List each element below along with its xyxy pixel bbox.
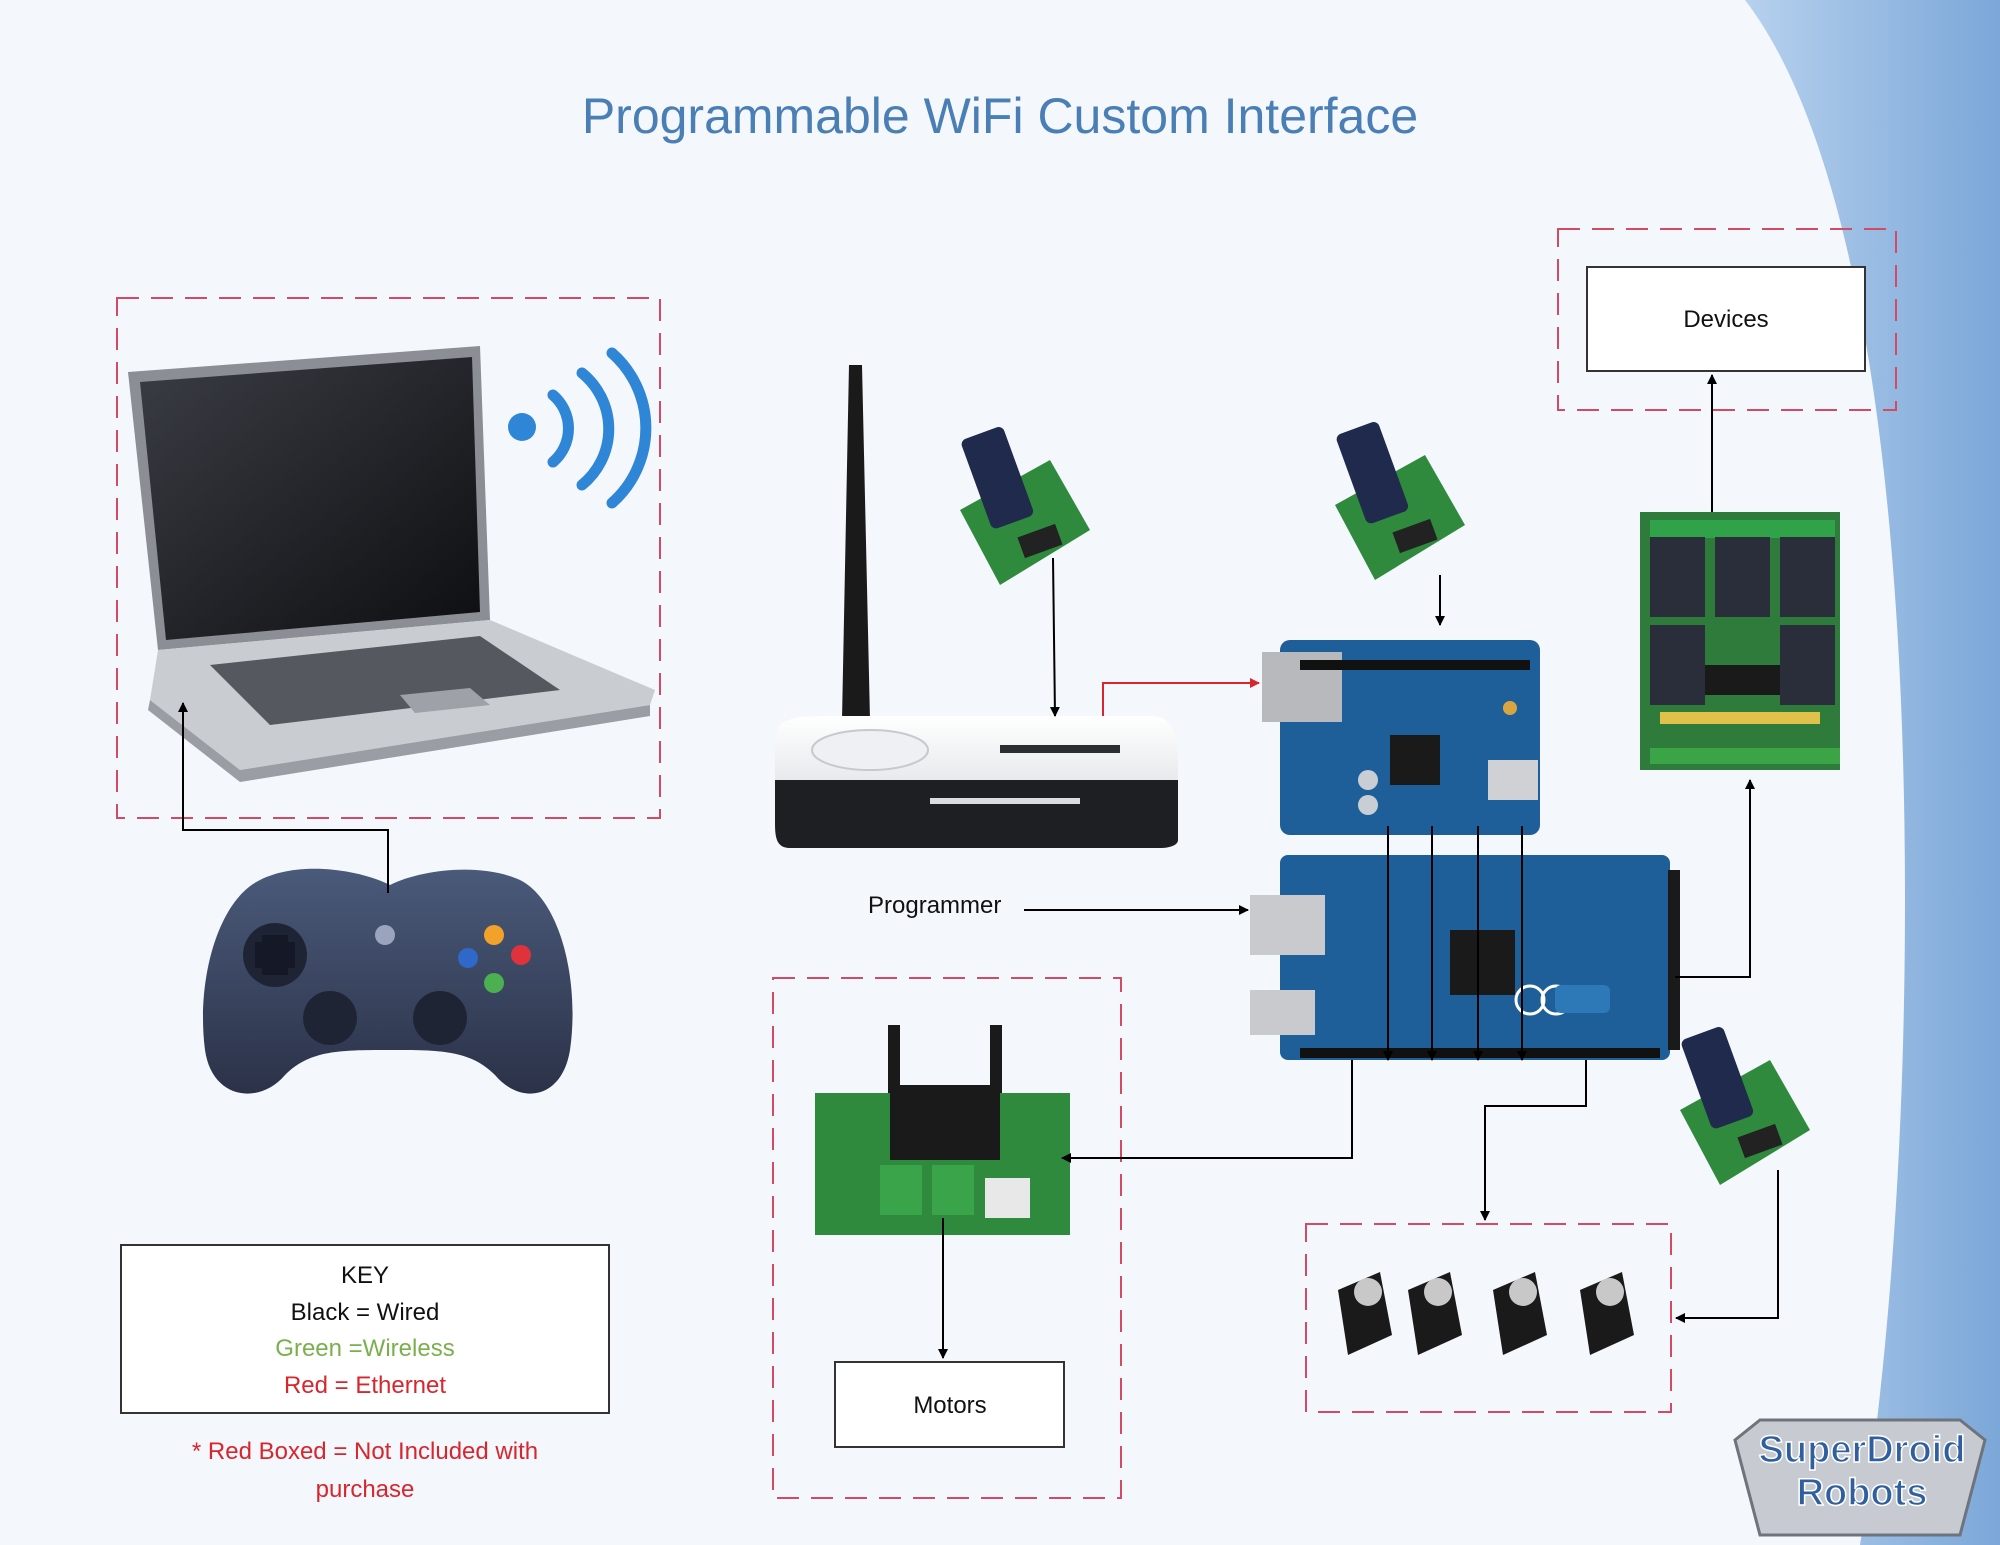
servo-icon <box>1338 1272 1392 1355</box>
motors-box <box>834 1361 1065 1448</box>
diagram-title: Programmable WiFi Custom Interface <box>582 88 1418 144</box>
arduino-board-icon <box>1250 855 1680 1060</box>
background-arc <box>1745 0 2000 1545</box>
logo-line-1: SuperDroid <box>1759 1429 1966 1471</box>
servo-icon <box>1493 1272 1547 1355</box>
wired-connector-sensor-router <box>1049 557 1060 717</box>
wifi-router-icon <box>775 365 1178 848</box>
sensor-module-icon <box>1335 422 1465 580</box>
key-box <box>120 1244 610 1414</box>
note-line-2: purchase <box>316 1476 415 1503</box>
sensor-module-icon <box>960 427 1090 585</box>
key-wireless: Green =Wireless <box>275 1335 454 1362</box>
servos-dashed-box <box>1305 1223 1672 1413</box>
wired-connector-mega-servos <box>1480 1060 1587 1221</box>
devices-box <box>1586 266 1866 372</box>
motors-label: Motors <box>913 1392 986 1419</box>
logo-line-2: Robots <box>1797 1472 1928 1514</box>
key-wired: Black = Wired <box>291 1299 440 1326</box>
key-heading: KEY <box>341 1262 389 1289</box>
arduino-board-icon <box>1262 640 1540 835</box>
key-ethernet: Red = Ethernet <box>284 1372 446 1399</box>
motor-driver-icon <box>815 1025 1070 1235</box>
servo-icon <box>1580 1272 1634 1355</box>
motor-driver-dashed-box <box>772 977 1122 1499</box>
wired-connector-mega-relay <box>1675 779 1755 978</box>
ethernet-connector-router-shield <box>1102 678 1260 716</box>
laptop-dashed-box <box>116 297 661 819</box>
wired-connector-gamepad-laptop <box>178 702 389 893</box>
wired-connector-sensor-servos <box>1675 1170 1779 1323</box>
sensor-module-icon <box>1680 1027 1810 1185</box>
gamepad-icon <box>203 868 573 1094</box>
programmer-label: Programmer <box>868 892 1001 919</box>
devices-label: Devices <box>1683 306 1768 333</box>
wired-connector-mega-motor-driver <box>1061 1060 1353 1163</box>
servo-icon <box>1408 1272 1462 1355</box>
note-line-1: * Red Boxed = Not Included with <box>192 1438 538 1465</box>
wifi-signal-icon <box>508 347 652 509</box>
superdroid-logo: SuperDroid Robots <box>1733 1418 1987 1537</box>
laptop-icon <box>128 346 655 782</box>
relay-board-icon <box>1640 512 1840 770</box>
devices-dashed-box <box>1557 228 1897 411</box>
